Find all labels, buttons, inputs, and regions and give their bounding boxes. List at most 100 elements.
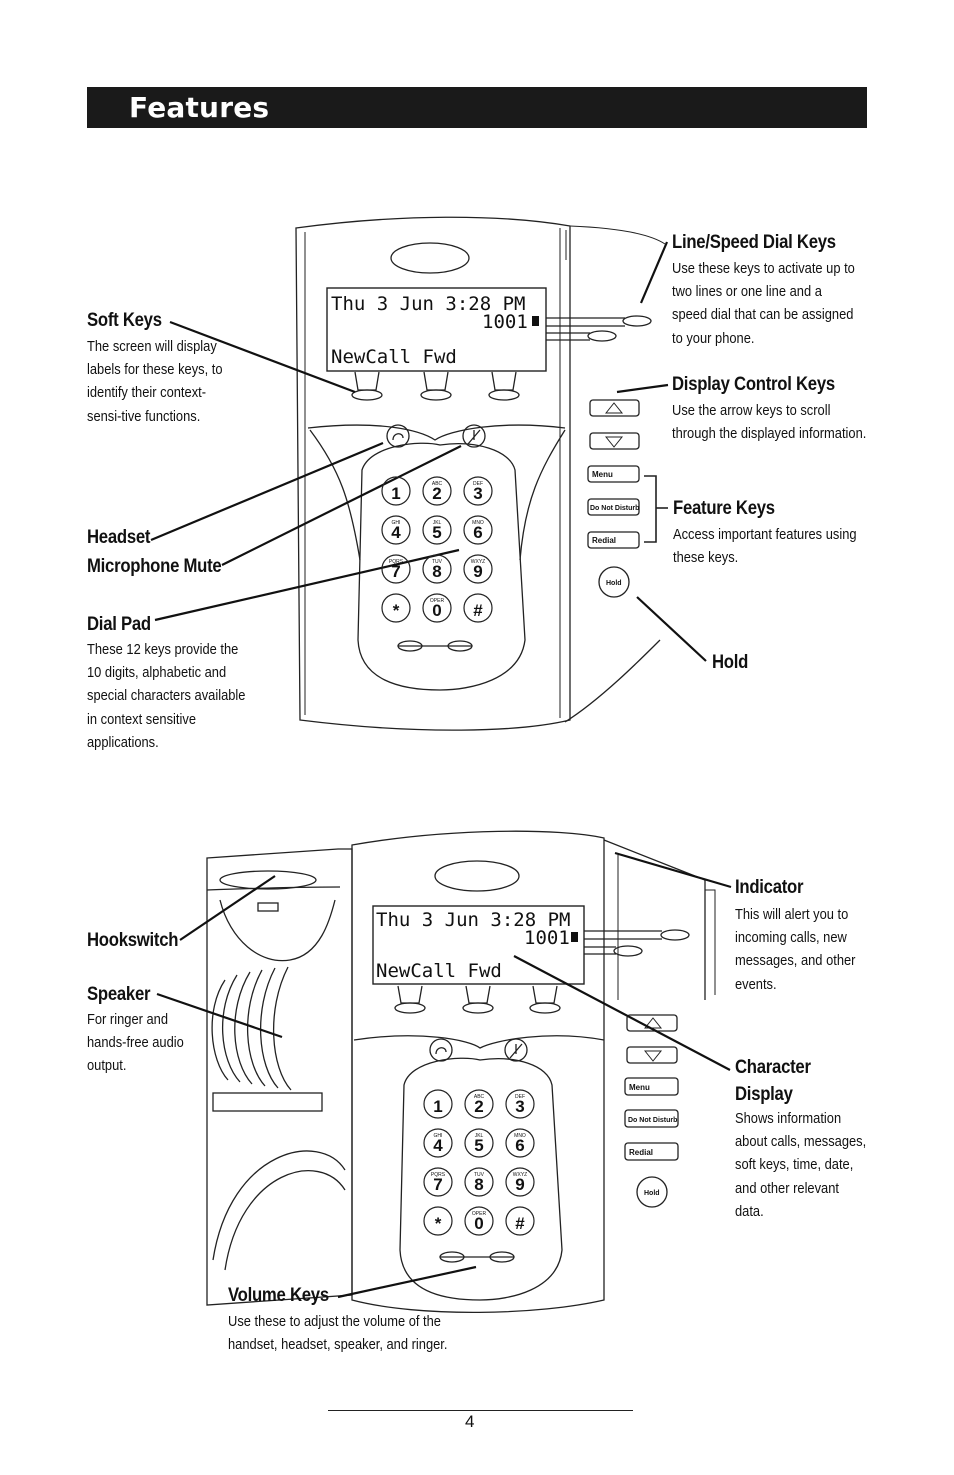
lcd-bottom-line2: 1001 — [524, 927, 570, 949]
hold-title: Hold — [712, 652, 749, 673]
dial-key — [423, 1128, 453, 1158]
dial-key-letters: WXYZ — [513, 1172, 527, 1178]
dial-key-number: 2 — [432, 484, 441, 503]
indicator-title: Indicator — [735, 877, 804, 898]
dial-key — [463, 593, 493, 623]
lcd-top-line3: NewCall Fwd — [331, 346, 457, 368]
dial-key — [505, 1206, 535, 1236]
dnd-key — [587, 498, 640, 516]
line-key-2-icon — [587, 330, 617, 342]
page-title: Features — [129, 91, 270, 124]
features-banner: Features — [87, 87, 867, 128]
lcd-bottom-line3: NewCall Fwd — [376, 960, 502, 982]
dial-key-letters: PQRS — [389, 559, 404, 565]
leader-lines — [150, 241, 732, 1299]
hookswitch-title: Hookswitch — [87, 930, 179, 951]
dial-key-letters: WXYZ — [471, 559, 485, 565]
speaker-desc: For ringer and hands-free audio output. — [87, 1011, 184, 1075]
dial-key-number: 1 — [433, 1097, 442, 1116]
dial-key-letters: MNO — [472, 520, 484, 526]
dial-key-number: # — [473, 601, 483, 620]
dial-key-number: 3 — [473, 484, 482, 503]
dial-key-letters: DEF — [473, 481, 483, 487]
volume-keys-desc: Use these to adjust the volume of the ha… — [228, 1313, 448, 1354]
dial-key-number: 3 — [515, 1097, 524, 1116]
dial-key-letters: GHI — [392, 520, 401, 526]
dial-key — [463, 515, 493, 545]
dial-key — [423, 1206, 453, 1236]
char-display-title: Character Display — [735, 1057, 811, 1105]
dial-key — [422, 554, 452, 584]
dial-key — [463, 554, 493, 584]
dial-key-number: 2 — [474, 1097, 483, 1116]
dial-key-letters: OPER — [430, 598, 445, 604]
dial-key — [464, 1128, 494, 1158]
lcd-screen-top — [326, 287, 547, 372]
dial-key — [381, 593, 411, 623]
char-display-desc: Shows information about calls, messages,… — [735, 1110, 867, 1220]
dial-key-number: * — [435, 1214, 442, 1233]
dial-key-number: 8 — [474, 1175, 483, 1194]
lcd-top-line2: 1001 — [482, 311, 528, 333]
dial-key — [381, 476, 411, 506]
dial-key-number: 9 — [473, 562, 482, 581]
dial-key-number: 7 — [391, 562, 400, 581]
dial-key-letters: ABC — [474, 1094, 485, 1100]
line-speed-title: Line/Speed Dial Keys — [672, 232, 836, 253]
dial-key — [381, 515, 411, 545]
dial-key-number: 4 — [433, 1136, 443, 1155]
dial-key-number: 0 — [474, 1214, 483, 1233]
dial-key-number: 6 — [515, 1136, 524, 1155]
dial-key — [423, 1089, 453, 1119]
dial-key-letters: JKL — [433, 520, 442, 526]
dnd-key-label: Do Not Disturb — [590, 505, 639, 512]
dial-key-letters: PQRS — [431, 1172, 446, 1178]
redial-key — [587, 531, 640, 549]
display-control-title: Display Control Keys — [672, 374, 835, 395]
nav-up-key — [589, 399, 640, 417]
dial-key — [505, 1089, 535, 1119]
hold-key-label: Hold — [606, 580, 622, 587]
dial-key-number: 8 — [432, 562, 441, 581]
headset-title: Headset — [87, 527, 151, 548]
dial-key-letters: OPER — [472, 1211, 487, 1217]
menu-key-label: Menu — [629, 1083, 650, 1092]
dial-key-number: 5 — [474, 1136, 483, 1155]
dial-key-letters: JKL — [475, 1133, 484, 1139]
dial-key — [422, 593, 452, 623]
dial-key-number: 7 — [433, 1175, 442, 1194]
dial-key-number: # — [515, 1214, 525, 1233]
dnd-key-label: Do Not Disturb — [628, 1117, 677, 1124]
feature-keys-desc: Access important features using these ke… — [673, 526, 857, 567]
phone-top-front-view — [295, 216, 668, 731]
dial-key — [422, 515, 452, 545]
feature-keys-title: Feature Keys — [673, 498, 775, 519]
dial-pad-title: Dial Pad — [87, 614, 151, 635]
dial-key — [464, 1206, 494, 1236]
indicator-light — [390, 242, 470, 274]
dial-key-letters: DEF — [515, 1094, 525, 1100]
redial-key-label: Redial — [629, 1148, 653, 1157]
dial-key — [381, 554, 411, 584]
dial-key — [463, 476, 493, 506]
nav-down-key — [589, 432, 640, 450]
dial-key-letters: TUV — [432, 559, 443, 565]
footer-rule — [328, 1410, 633, 1411]
dial-key — [505, 1128, 535, 1158]
dial-key — [464, 1089, 494, 1119]
dial-key-letters: ABC — [432, 481, 443, 487]
dial-key-number: * — [393, 601, 400, 620]
soft-keys-desc: The screen will display labels for these… — [87, 338, 223, 425]
dial-key-number: 6 — [473, 523, 482, 542]
speaker-title: Speaker — [87, 984, 151, 1005]
lcd-top-line1: Thu 3 Jun 3:28 PM — [331, 293, 525, 315]
redial-key-label: Redial — [592, 536, 616, 545]
lcd-bottom-line1: Thu 3 Jun 3:28 PM — [376, 909, 570, 931]
dial-key-letters: MNO — [514, 1133, 526, 1139]
line-key-1-icon — [622, 315, 652, 327]
dial-key-letters: GHI — [434, 1133, 443, 1139]
menu-key — [587, 465, 640, 483]
